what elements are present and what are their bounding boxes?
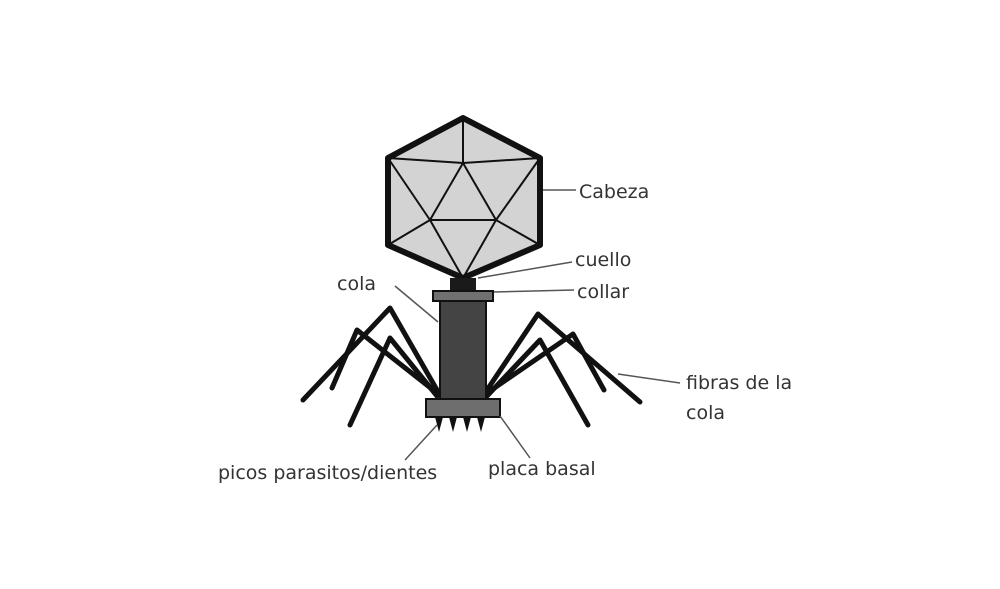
spikes (435, 417, 485, 432)
head (385, 115, 543, 281)
neck (450, 278, 476, 292)
tail-fiber-right-2 (484, 331, 607, 396)
label-head: Cabeza (579, 181, 649, 203)
tail-fiber-left-2 (329, 327, 440, 396)
tail-sheath (439, 300, 487, 400)
leader-collar (493, 289, 575, 293)
label-tail-fibers-line1: fibras de la (686, 372, 792, 394)
label-tail-fibers-line2: cola (686, 402, 725, 424)
label-spikes: picos parasitos/dientes (218, 462, 437, 484)
tail-fiber-right-1 (484, 311, 643, 405)
tail-fiber-right-3 (484, 337, 591, 428)
leader-spikes (404, 424, 438, 461)
leader-lines (394, 189, 681, 461)
leader-tail-fibers (617, 373, 681, 384)
label-base-plate: placa basal (488, 458, 596, 480)
tail-fibers (300, 305, 643, 428)
leader-base-plate (499, 415, 531, 459)
collar (432, 290, 494, 302)
label-collar: collar (577, 281, 629, 303)
tail-fiber-left-1 (300, 305, 440, 403)
leader-neck (477, 261, 573, 279)
label-tail: cola (337, 273, 376, 295)
label-neck: cuello (575, 249, 631, 271)
tail-fiber-left-3 (347, 335, 440, 428)
head-facets (387, 118, 541, 279)
leader-tail (394, 285, 439, 323)
base-plate (425, 398, 501, 418)
